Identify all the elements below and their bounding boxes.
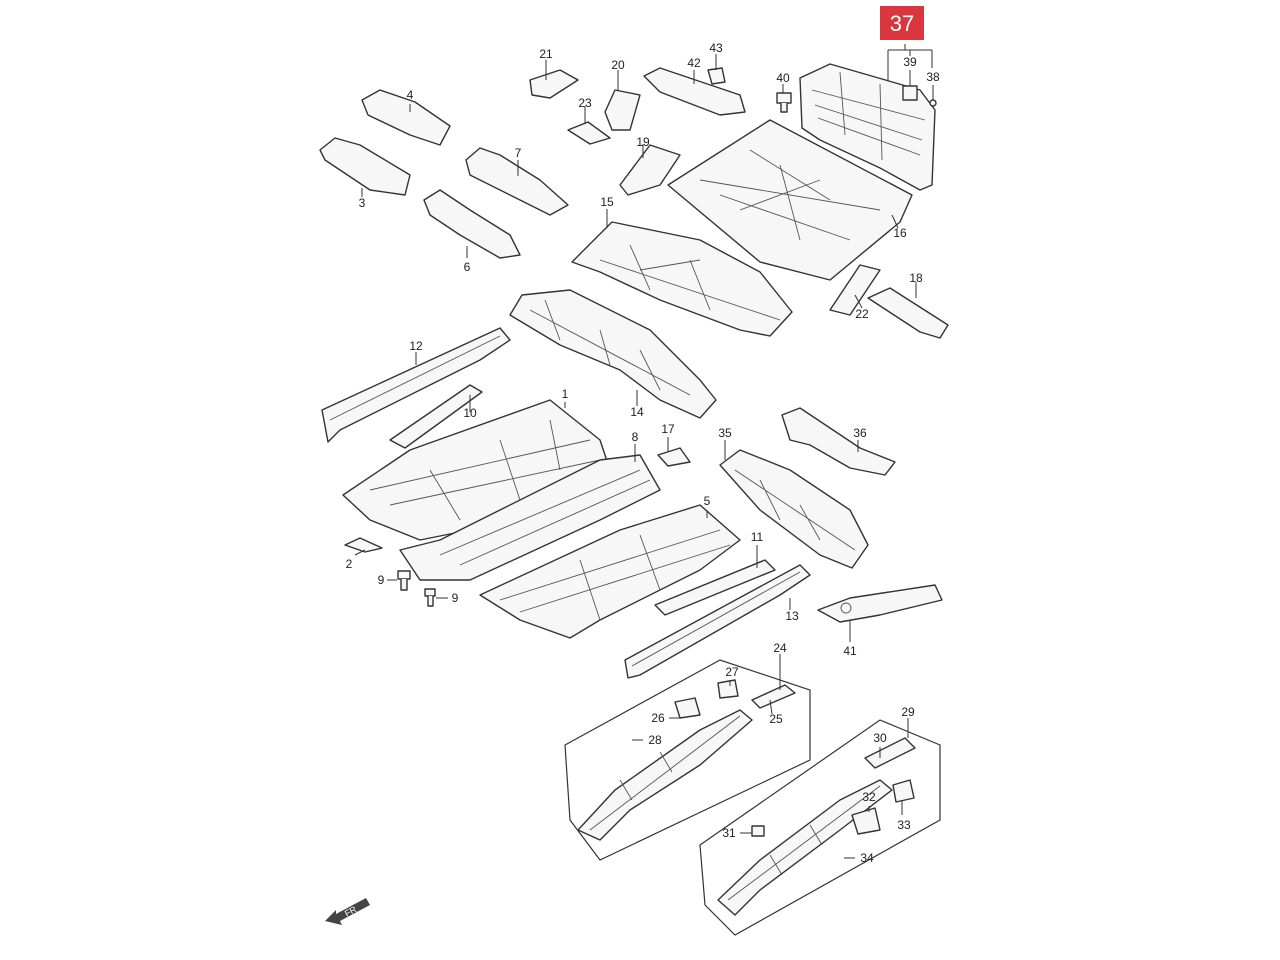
callout-17[interactable]: 17 <box>661 422 675 436</box>
part-7-member[interactable] <box>465 147 569 216</box>
callout-2[interactable]: 2 <box>346 557 353 571</box>
front-direction-marker: FR <box>325 898 370 925</box>
part-31-bolt[interactable] <box>751 825 765 837</box>
part-30-plate[interactable] <box>864 737 916 769</box>
part-16-rear-floor-pan[interactable] <box>667 119 913 281</box>
callout-19[interactable]: 19 <box>636 135 650 149</box>
callout-4[interactable]: 4 <box>407 88 414 102</box>
group-box-29 <box>699 719 941 936</box>
callout-6[interactable]: 6 <box>464 260 471 274</box>
callout-8[interactable]: 8 <box>632 430 639 444</box>
callout-26[interactable]: 26 <box>651 711 665 725</box>
callout-38[interactable]: 38 <box>926 70 940 84</box>
callout-29[interactable]: 29 <box>901 705 915 719</box>
leader-lines <box>354 54 934 859</box>
part-2-bracket[interactable] <box>344 537 383 553</box>
callout-43[interactable]: 43 <box>709 41 723 55</box>
callout-3[interactable]: 3 <box>359 196 366 210</box>
part-6-member[interactable] <box>423 189 521 259</box>
callout-7[interactable]: 7 <box>515 146 522 160</box>
part-40-bolt[interactable] <box>776 92 792 113</box>
part-36-crossmember-bracket[interactable] <box>781 407 896 476</box>
highlight-label: 37 <box>890 11 914 36</box>
callout-23[interactable]: 23 <box>578 96 592 110</box>
part-22-gusset[interactable] <box>829 264 881 316</box>
callout-36[interactable]: 36 <box>853 426 867 440</box>
part-12-side-sill-left[interactable] <box>321 327 511 443</box>
callout-labels: 1 2 3 4 5 6 7 8 9 9 10 11 12 13 14 15 16… <box>346 41 940 865</box>
part-38-clip[interactable] <box>929 99 937 107</box>
part-20-bracket[interactable] <box>604 89 641 131</box>
callout-22[interactable]: 22 <box>855 307 869 321</box>
callout-35[interactable]: 35 <box>718 426 732 440</box>
part-21-clip[interactable] <box>529 69 579 99</box>
callout-5[interactable]: 5 <box>704 494 711 508</box>
callout-13[interactable]: 13 <box>785 609 799 623</box>
callout-27[interactable]: 27 <box>725 665 739 679</box>
part-26-bracket[interactable] <box>674 697 701 719</box>
part-34-front-side-member[interactable] <box>717 779 893 916</box>
part-23-plate[interactable] <box>567 121 611 145</box>
part-8-floor-tunnel[interactable] <box>399 454 661 581</box>
part-9-bolt-b[interactable] <box>424 588 436 607</box>
part-5-front-floor-right[interactable] <box>479 504 741 639</box>
part-18-bracket[interactable] <box>867 287 949 339</box>
callout-15[interactable]: 15 <box>600 195 614 209</box>
part-9-bolt-a[interactable] <box>397 570 411 591</box>
callout-39[interactable]: 39 <box>903 55 917 69</box>
callout-40[interactable]: 40 <box>776 71 790 85</box>
part-37-rear-panel[interactable] <box>799 63 936 191</box>
part-43-bracket[interactable] <box>707 67 726 85</box>
callout-11[interactable]: 11 <box>751 530 764 544</box>
callout-14[interactable]: 14 <box>630 405 644 419</box>
callout-12[interactable]: 12 <box>409 339 423 353</box>
callout-18[interactable]: 18 <box>909 271 923 285</box>
callout-28[interactable]: 28 <box>648 733 662 747</box>
callout-9a[interactable]: 9 <box>378 573 385 587</box>
callout-1[interactable]: 1 <box>562 387 569 401</box>
part-13-side-sill-right[interactable] <box>624 564 811 679</box>
part-15-floor-panel[interactable] <box>571 221 793 337</box>
highlight-box <box>880 6 924 40</box>
part-17-bracket[interactable] <box>657 447 691 467</box>
callout-33[interactable]: 33 <box>897 818 911 832</box>
part-28-front-side-member[interactable] <box>577 709 753 841</box>
callout-10[interactable]: 10 <box>463 406 477 420</box>
part-3-side-member[interactable] <box>319 137 411 196</box>
group-box-24 <box>564 659 811 861</box>
part-39-bracket[interactable] <box>902 85 918 101</box>
part-35-rear-side-member[interactable] <box>719 449 869 569</box>
part-33-bracket[interactable] <box>892 779 915 803</box>
part-32-bracket[interactable] <box>851 807 881 835</box>
callout-25[interactable]: 25 <box>769 712 783 726</box>
highlight-callout-37[interactable]: 37 <box>880 6 924 40</box>
part-27-bracket[interactable] <box>717 679 739 699</box>
part-11-sill-reinforcement[interactable] <box>654 559 776 616</box>
part-14-crossmember[interactable] <box>509 289 717 419</box>
callout-20[interactable]: 20 <box>611 58 625 72</box>
part-4-side-member[interactable] <box>361 89 451 146</box>
callout-9b[interactable]: 9 <box>452 591 459 605</box>
callout-41[interactable]: 41 <box>843 644 857 658</box>
callout-21[interactable]: 21 <box>539 47 553 61</box>
callout-24[interactable]: 24 <box>773 641 787 655</box>
part-42-rail[interactable] <box>643 67 746 116</box>
callout-42[interactable]: 42 <box>687 56 701 70</box>
part-25-plate[interactable] <box>751 684 796 709</box>
callout-31[interactable]: 31 <box>722 826 736 840</box>
callout-34[interactable]: 34 <box>860 851 874 865</box>
part-10-sill-reinforcement[interactable] <box>389 384 483 449</box>
callout-32[interactable]: 32 <box>862 790 876 804</box>
callout-16[interactable]: 16 <box>893 226 907 240</box>
callout-30[interactable]: 30 <box>873 731 887 745</box>
part-19-reinforcement[interactable] <box>619 144 681 196</box>
part-41-side-member-extension[interactable] <box>817 584 943 623</box>
